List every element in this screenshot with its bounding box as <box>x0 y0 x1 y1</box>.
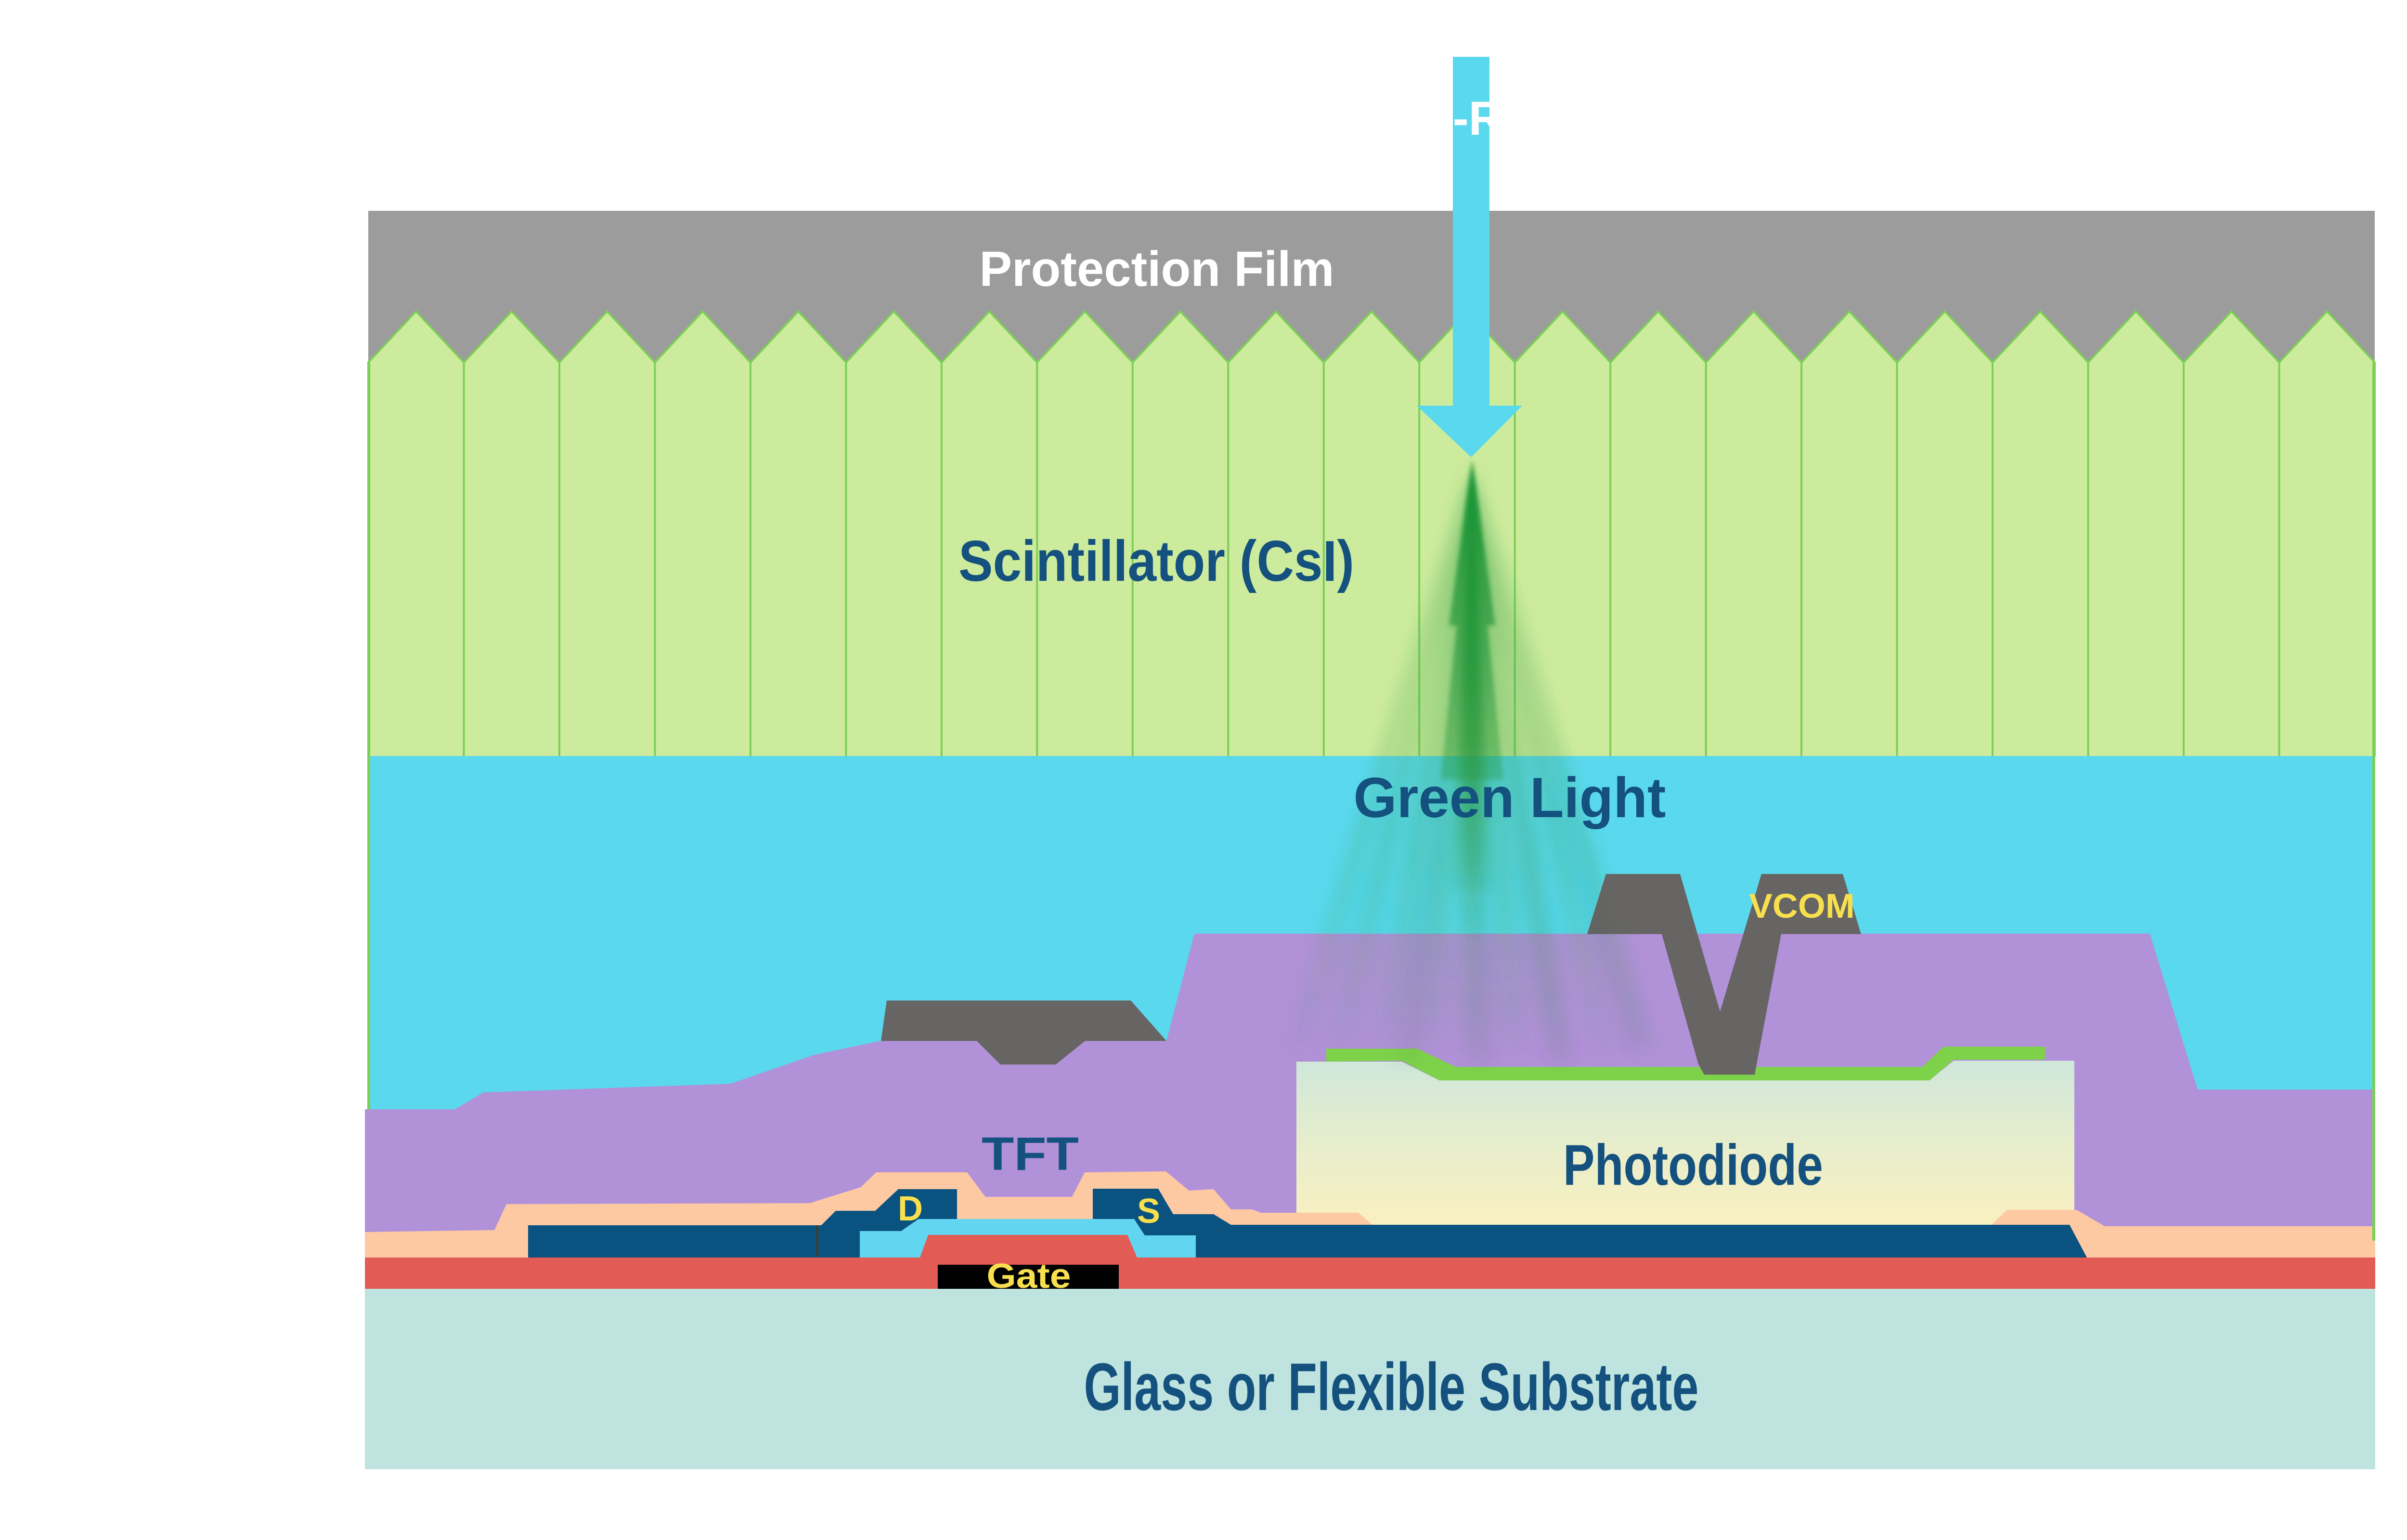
svg-text:S: S <box>1137 1192 1160 1231</box>
svg-text:X-Ray: X-Ray <box>1421 91 1556 145</box>
svg-text:TFT: TFT <box>982 1128 1079 1180</box>
svg-text:Protection Film: Protection Film <box>980 241 1334 296</box>
svg-text:Gate: Gate <box>987 1257 1071 1296</box>
svg-text:Photodiode: Photodiode <box>1563 1133 1823 1197</box>
svg-text:VCOM: VCOM <box>1749 887 1855 925</box>
svg-text:Scintillator (CsI): Scintillator (CsI) <box>958 529 1354 593</box>
svg-text:Green Light: Green Light <box>1354 766 1666 830</box>
svg-text:Glass or Flexible Substrate: Glass or Flexible Substrate <box>1084 1349 1699 1424</box>
svg-text:D: D <box>898 1190 923 1228</box>
